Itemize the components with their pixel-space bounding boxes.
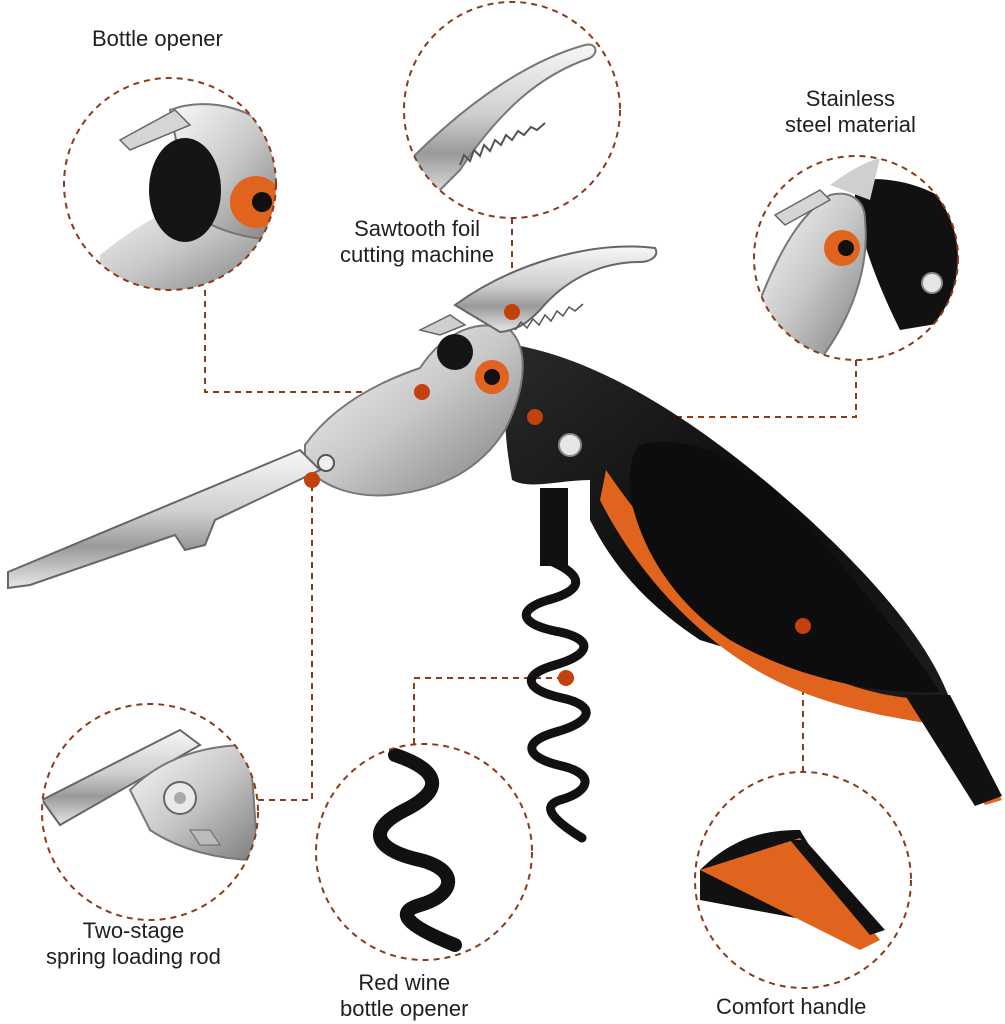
- handle-tail: [905, 695, 1002, 806]
- steel-head: [304, 324, 524, 497]
- label-wine-opener: Red wine bottle opener: [340, 970, 469, 1021]
- corkscrew-bird-icon: [7, 245, 1002, 843]
- label-spring-rod: Two-stage spring loading rod: [46, 918, 221, 969]
- label-sawtooth-cutter: Sawtooth foil cutting machine: [340, 216, 495, 267]
- worm-shank: [540, 488, 568, 566]
- handle-tip-closeup: [694, 771, 912, 989]
- spring-rod-closeup: [41, 703, 259, 921]
- connector-stainless: [535, 360, 857, 418]
- label-bottle-opener: Bottle opener: [92, 26, 223, 51]
- label-comfort-handle: Comfort handle: [716, 994, 867, 1019]
- serrated-blade-closeup: [403, 1, 621, 219]
- bottle-opener-closeup: [63, 77, 277, 291]
- black-handle: [629, 441, 940, 693]
- blade-teeth: [514, 303, 584, 331]
- hook-gap: [437, 334, 473, 370]
- connector-spring: [258, 480, 313, 801]
- spiral-worm-closeup: [315, 743, 533, 961]
- hook: [417, 314, 467, 336]
- label-stainless-steel: Stainless steel material: [785, 86, 916, 137]
- connector-wine-opener: [413, 677, 566, 744]
- connector-bottle-opener: [204, 290, 422, 393]
- steel-lever: [7, 448, 322, 590]
- steel-joint-closeup: [753, 155, 959, 361]
- spiral-worm: [521, 555, 591, 843]
- callout-dots: [304, 304, 811, 686]
- spring-pivot: [317, 454, 335, 472]
- body-rivet: [558, 433, 582, 457]
